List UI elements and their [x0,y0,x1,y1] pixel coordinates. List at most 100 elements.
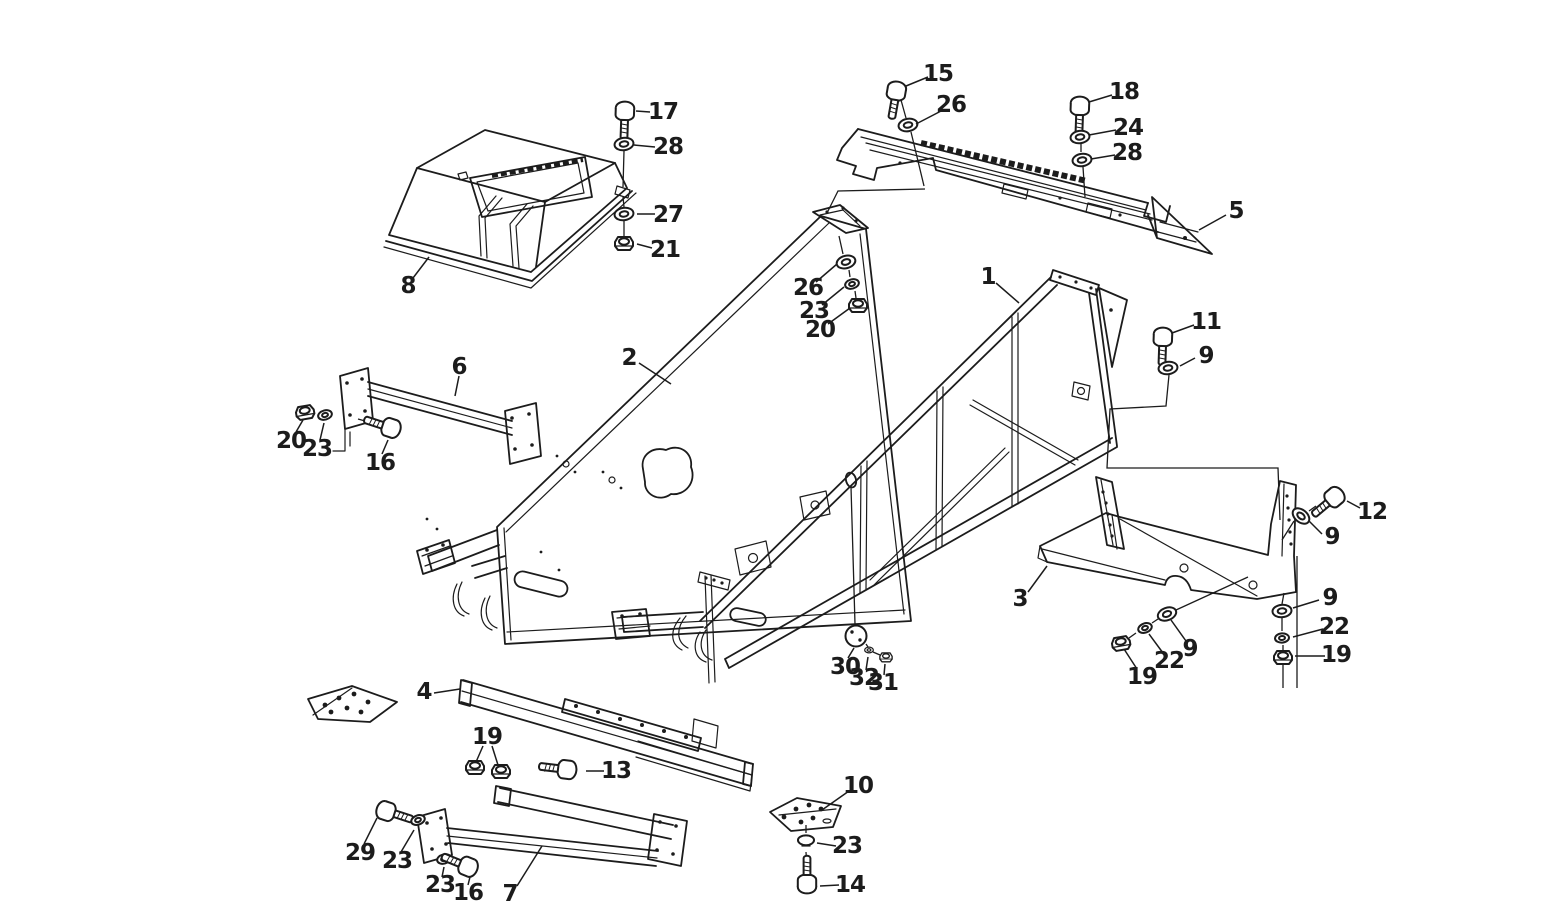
washer-23b [316,407,334,423]
callout-4-label: 4 [416,679,431,705]
washer-22b [1135,620,1155,636]
callout-20-leader [827,307,851,325]
washer-9c [1270,602,1294,620]
nut-21 [614,236,634,251]
callout-9-label: 9 [1322,585,1337,611]
callout-17-label: 17 [648,99,678,125]
callout-3-label: 3 [1012,586,1027,612]
callout-23-label: 23 [382,848,412,874]
callout-9-leader [1179,357,1196,367]
callout-31-label: 31 [868,670,898,696]
washer-24 [1068,128,1092,146]
callout-23-leader [816,842,837,847]
callout-26-label: 26 [936,92,966,118]
part-30-disc [844,624,868,648]
washer-27 [612,205,636,223]
callout-14-leader [819,884,840,887]
nut-19d [1110,634,1133,653]
callout-26-leader [915,109,944,125]
callout-1-label: 1 [980,264,995,290]
washer-23a [843,276,861,292]
washer-23e [797,834,815,847]
callout-20-leader [295,419,304,433]
bolt-12 [1306,482,1349,524]
callout-24-leader [1088,129,1117,136]
callout-30-label: 30 [830,654,860,680]
callout-16-label: 16 [453,880,483,906]
callout-9-label: 9 [1198,343,1213,369]
callout-26-leader [815,263,838,283]
callout-8-leader [412,256,430,279]
callout-20-label: 20 [805,317,835,343]
callout-16-label: 16 [365,450,395,476]
callout-28-leader [633,144,656,148]
callout-23-leader [441,866,445,878]
callout-23-label: 23 [425,872,455,898]
callout-22-leader [1292,628,1324,638]
callout-9-label: 9 [1324,524,1339,550]
callout-30-leader [847,647,855,659]
washer-32 [864,646,874,654]
callout-10-leader [821,790,850,811]
callout-11-label: 11 [1191,309,1221,335]
callout-1-leader [995,282,1020,304]
callout-12-label: 12 [1357,499,1387,525]
callout-28-label: 28 [653,134,683,160]
callout-32-leader [865,656,869,671]
nut-19c [1273,650,1293,665]
callout-16-leader [381,439,389,455]
part-7-v-brace [416,785,688,867]
callout-15-label: 15 [923,61,953,87]
callout-3-leader [1027,565,1048,593]
callout-27-label: 27 [653,202,683,228]
callout-29-label: 29 [345,840,375,866]
callout-31-leader [883,663,886,676]
washer-26b [834,252,858,272]
callout-23-label: 23 [799,298,829,324]
callout-9-leader [1170,619,1187,642]
callout-2-label: 2 [621,345,636,371]
callout-23-label: 23 [302,436,332,462]
nut-19b [491,764,511,779]
callout-4-leader [433,688,461,694]
bolt-16a [360,409,404,441]
callout-18-label: 18 [1109,79,1139,105]
callout-16-leader [467,876,471,886]
bolt-17 [613,100,636,141]
nut-20b [294,403,317,422]
callout-19-leader [1123,648,1138,670]
bolt-14 [796,854,818,895]
gusset-plate [307,685,398,723]
callout-9-leader [1292,599,1320,609]
part-5-rail [836,128,1213,255]
callout-29-leader [363,817,378,845]
bolt-11 [1151,326,1174,367]
callout-11-leader [1171,324,1195,334]
callout-21-leader [636,243,653,249]
callout-7-leader [516,845,543,887]
callout-6-leader [454,375,460,397]
callout-22-label: 22 [1319,614,1349,640]
callout-18-leader [1088,94,1113,103]
callout-9-leader [1308,520,1323,535]
bolt-18 [1068,95,1091,136]
bolt-15 [881,79,909,122]
callout-23-leader [400,829,415,853]
callout-23-leader [821,286,845,306]
washer-22a [1273,631,1291,645]
callout-5-label: 5 [1228,198,1243,224]
callout-32-label: 32 [849,665,879,691]
callout-5-leader [1198,214,1227,231]
callout-24-label: 24 [1113,115,1143,141]
callout-20-label: 20 [276,428,306,454]
callout-19-label: 19 [1127,664,1157,690]
part-3-bracket [1037,476,1297,600]
bolt-29 [373,798,417,830]
callout-23-leader [319,422,325,441]
callout-2-leader [638,362,672,385]
washer-9d [1154,603,1180,625]
callout-10-label: 10 [843,773,873,799]
callout-28-leader [1090,154,1116,160]
